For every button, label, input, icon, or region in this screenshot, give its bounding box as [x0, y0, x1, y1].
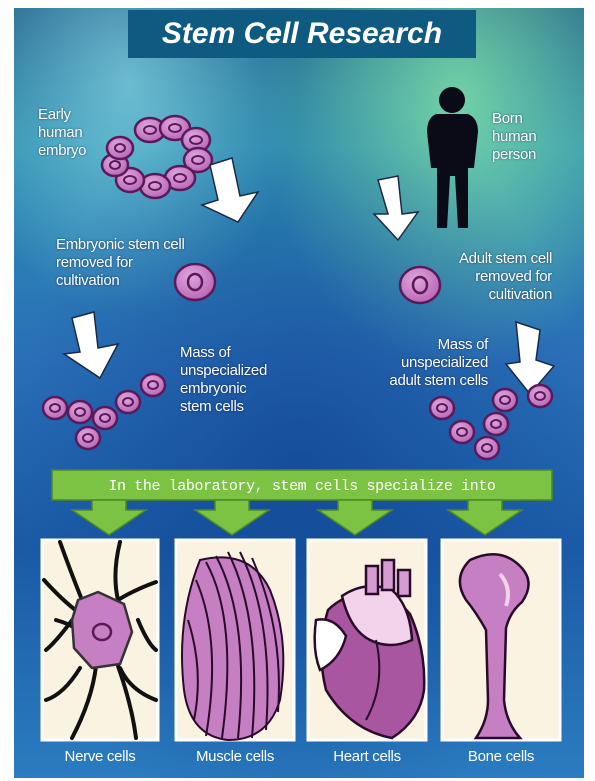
label-embryonic-removed: Embryonic stem cell removed for cultivat…: [56, 236, 216, 290]
page-title: Stem Cell Research: [128, 10, 476, 58]
label-born-person: Born human person: [492, 110, 562, 164]
caption-heart-cells: Heart cells: [307, 748, 427, 766]
label-adult-removed: Adult stem cell removed for cultivation: [400, 250, 552, 304]
label-mass-embryonic: Mass of unspecialized embryonic stem cel…: [180, 344, 290, 416]
caption-bone-cells: Bone cells: [441, 748, 561, 766]
label-mass-adult: Mass of unspecialized adult stem cells: [360, 336, 488, 390]
label-early-embryo: Early human embryo: [38, 106, 118, 160]
laboratory-label: In the laboratory, stem cells specialize…: [52, 477, 552, 497]
caption-muscle-cells: Muscle cells: [175, 748, 295, 766]
caption-nerve-cells: Nerve cells: [40, 748, 160, 766]
